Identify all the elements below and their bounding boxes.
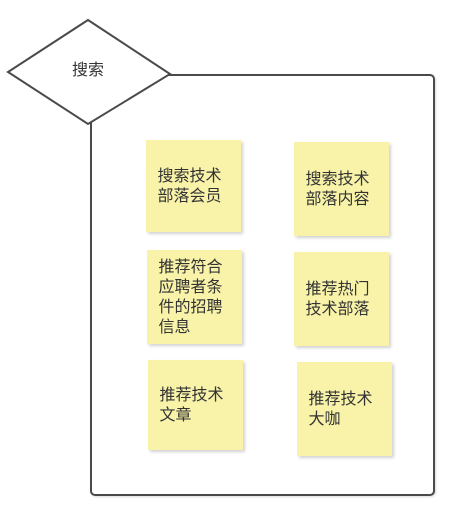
sticky-note-recommend-articles: 推荐技术文章 xyxy=(148,360,243,450)
sticky-note-recommend-experts: 推荐技术大咖 xyxy=(297,362,392,456)
sticky-note-search-members: 搜索技术部落会员 xyxy=(146,140,241,232)
sticky-note-text: 搜索技术部落内容 xyxy=(305,169,370,208)
sticky-note-text: 搜索技术部落会员 xyxy=(157,166,222,205)
diamond-label: 搜索 xyxy=(71,60,104,79)
sticky-note-recommend-tribes: 推荐热门技术部落 xyxy=(294,252,389,346)
sticky-note-recommend-jobs: 推荐符合应聘者条件的招聘信息 xyxy=(147,250,242,344)
sticky-note-text: 推荐技术大咖 xyxy=(308,389,373,428)
sticky-note-text: 推荐技术文章 xyxy=(159,385,224,424)
sticky-note-text: 推荐热门技术部落 xyxy=(305,279,370,318)
sticky-note-text: 推荐符合应聘者条件的招聘信息 xyxy=(158,257,223,336)
sticky-note-search-content: 搜索技术部落内容 xyxy=(294,142,389,236)
